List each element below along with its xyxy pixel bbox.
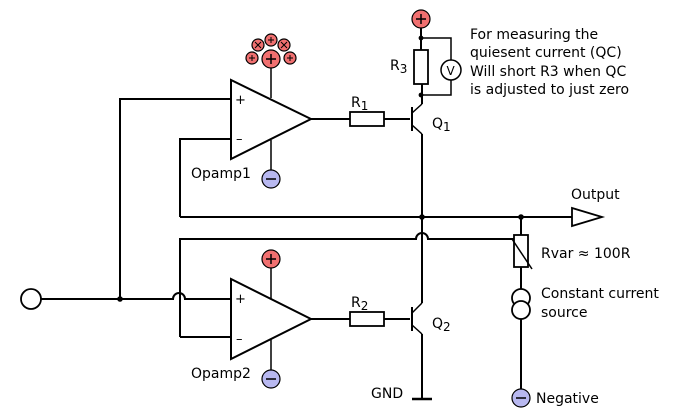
input-terminal xyxy=(20,288,42,310)
q1-positive-rail-sign xyxy=(416,14,426,24)
opamp2-positive-rail-sign xyxy=(266,254,276,264)
current-source-label: source xyxy=(541,305,588,321)
input-to-opamp2-wire xyxy=(120,292,231,300)
q2-transistor xyxy=(411,302,423,335)
negative-label: Negative xyxy=(536,391,599,407)
voltmeter-label: V xyxy=(447,64,456,78)
q1-label: Q1 xyxy=(432,116,451,134)
r1-resistor xyxy=(349,111,385,127)
r1-label: R1 xyxy=(351,95,368,113)
current-source-symbol xyxy=(511,300,531,320)
opamp1-positive-rail-cluster xyxy=(245,33,297,69)
opamp1-symbol xyxy=(230,78,314,161)
opamp2-plus-sign: + xyxy=(235,292,246,307)
opamp1-minus-sign: – xyxy=(236,132,243,147)
opamp1-plus-sign: + xyxy=(235,93,246,108)
opamp1-feedback-wire xyxy=(179,138,231,217)
r3-resistor xyxy=(413,49,429,85)
r3-top-dot xyxy=(418,35,424,41)
r2-resistor xyxy=(349,311,385,327)
rvar-resistor xyxy=(513,234,529,268)
opamp2-label: Opamp2 xyxy=(191,366,251,382)
current-source-label: Constant current xyxy=(541,286,659,302)
r2-label: R2 xyxy=(351,295,368,313)
opamp2-feedback-wire xyxy=(179,232,515,337)
note-text: For measuring the xyxy=(470,27,598,43)
q1-transistor xyxy=(411,103,423,135)
rvar-wiper xyxy=(511,238,533,270)
rvar-label: Rvar ≈ 100R xyxy=(541,246,631,262)
note-text: Will short R3 when QC xyxy=(470,64,626,80)
r3-bottom-dot xyxy=(418,92,424,98)
output-label: Output xyxy=(571,187,620,203)
opamp2-minus-sign: – xyxy=(236,332,243,347)
note-text: is adjusted to just zero xyxy=(470,82,629,98)
voltmeter-wire xyxy=(421,37,452,96)
note-text: quiesent current (QC) xyxy=(470,45,622,61)
q2-label: Q2 xyxy=(432,316,451,334)
output-terminal xyxy=(571,206,606,228)
gnd-label: GND xyxy=(371,386,403,402)
opamp1-label: Opamp1 xyxy=(191,166,251,182)
input-to-opamp1-wire xyxy=(119,98,231,299)
voltmeter xyxy=(440,59,462,81)
r3-label: R3 xyxy=(390,58,407,76)
